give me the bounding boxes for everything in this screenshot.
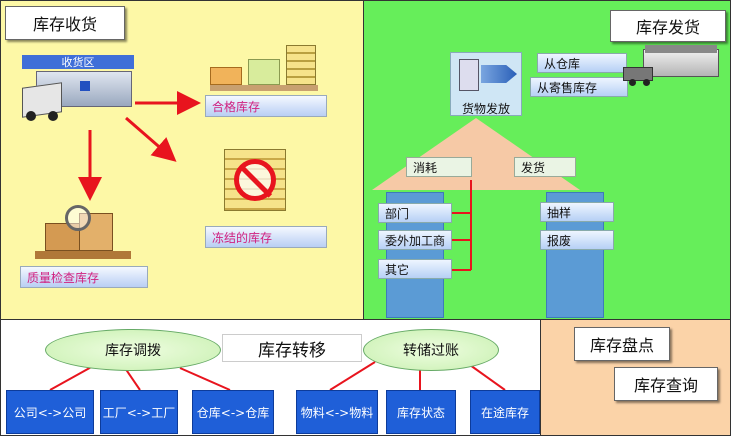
consume-label: 消耗 — [406, 157, 472, 177]
prohibited-icon — [234, 159, 276, 201]
issue-triangle — [372, 118, 580, 190]
allocation-ellipse: 库存调拨 — [45, 329, 221, 371]
in-transit-button[interactable]: 在途库存 — [470, 390, 540, 434]
scrap-label: 报废 — [540, 230, 614, 250]
inventory-query-button[interactable]: 库存查询 — [614, 367, 718, 401]
subcontractor-label: 委外加工商 — [378, 230, 452, 250]
frozen-stock-label: 冻结的库存 — [205, 226, 327, 248]
stock-status-button[interactable]: 库存状态 — [386, 390, 456, 434]
from-warehouse-label: 从仓库 — [537, 53, 627, 73]
magnifier-icon — [65, 205, 91, 231]
stocktake-button[interactable]: 库存盘点 — [574, 327, 670, 361]
issue-title: 库存发货 — [610, 10, 726, 42]
posting-ellipse: 转储过账 — [363, 329, 499, 371]
from-consignment-label: 从寄售库存 — [530, 77, 628, 97]
goods-issue-label: 货物发放 — [461, 102, 510, 116]
receiving-area-label: 收货区 — [61, 56, 95, 69]
arrow-to-frozen — [125, 116, 177, 162]
plant-transfer-button[interactable]: 工厂<->工厂 — [100, 390, 178, 434]
ship-label: 发货 — [514, 157, 576, 177]
quality-stock-label: 质量检查库存 — [20, 266, 148, 288]
material-transfer-button[interactable]: 物料<->物料 — [296, 390, 378, 434]
pallet-icon-quality — [35, 205, 135, 263]
qualified-stock-label: 合格库存 — [205, 95, 327, 117]
company-transfer-button[interactable]: 公司<->公司 — [6, 390, 94, 434]
warehouse-transfer-button[interactable]: 仓库<->仓库 — [192, 390, 274, 434]
receive-title: 库存收货 — [5, 6, 125, 40]
other-label: 其它 — [378, 259, 452, 279]
pallet-icon-qualified — [210, 45, 320, 93]
goods-issue-icon — [450, 52, 522, 116]
pallet-icon-frozen — [220, 145, 290, 217]
department-label: 部门 — [378, 203, 452, 223]
receiving-area-icon: 收货区 — [22, 55, 134, 123]
transfer-title: 库存转移 — [222, 334, 362, 362]
warehouse-truck-icon — [623, 45, 723, 87]
sampling-label: 抽样 — [540, 202, 614, 222]
